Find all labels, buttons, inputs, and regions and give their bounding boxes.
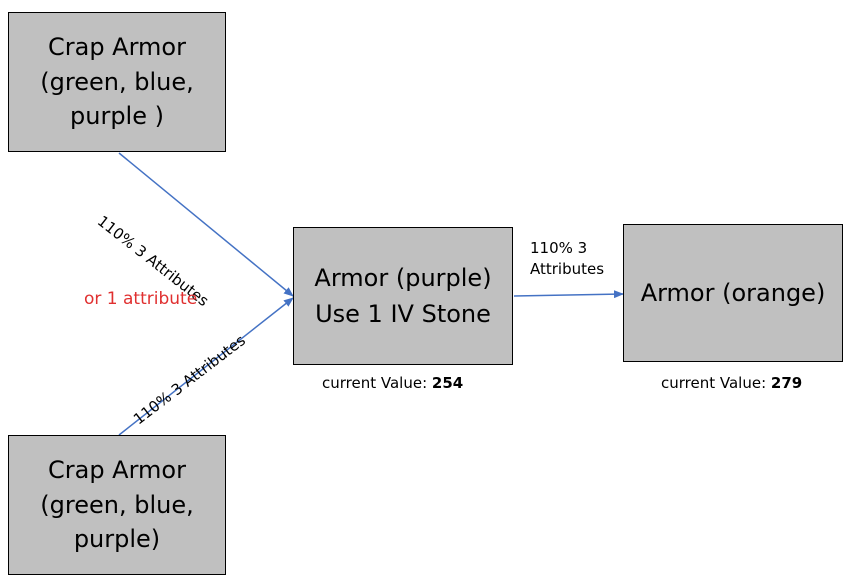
node-line: Armor (purple) bbox=[314, 264, 492, 292]
value-prefix: current Value: bbox=[322, 374, 432, 392]
crap-armor-bottom-node: Crap Armor (green, blue, purple) bbox=[8, 435, 226, 575]
node-line: (green, blue, bbox=[40, 490, 194, 519]
node-line: purple ) bbox=[70, 102, 164, 131]
node-line: Crap Armor bbox=[47, 455, 186, 484]
orange-current-value: current Value: 279 bbox=[661, 374, 802, 392]
node-line: purple) bbox=[73, 525, 161, 554]
purple-current-value: current Value: 254 bbox=[322, 374, 463, 392]
arrow-purple-to-orange bbox=[513, 290, 624, 299]
value-number: 279 bbox=[770, 374, 803, 392]
middle-edge-label: 110% 3 Attributes bbox=[530, 238, 604, 280]
or-attribute-annotation: or 1 attribute bbox=[84, 289, 198, 309]
crap-armor-top-node: Crap Armor (green, blue, purple ) bbox=[8, 12, 226, 152]
middle-edge-label-line: Attributes bbox=[530, 260, 605, 278]
arrow-crap-top-to-purple bbox=[118, 152, 294, 297]
middle-edge-label-line: 110% 3 bbox=[530, 239, 588, 257]
armor-orange-node: Armor (orange) bbox=[623, 224, 843, 362]
arrow-crap-bottom-to-purple bbox=[118, 297, 294, 436]
node-line: Crap Armor bbox=[47, 32, 186, 61]
value-number: 254 bbox=[431, 374, 464, 392]
armor-purple-node: Armor (purple) Use 1 IV Stone bbox=[293, 227, 513, 365]
node-line: Armor (orange) bbox=[640, 278, 826, 307]
value-prefix: current Value: bbox=[661, 374, 771, 392]
node-line: (green, blue, bbox=[40, 67, 194, 96]
node-line: Use 1 IV Stone bbox=[315, 300, 491, 328]
